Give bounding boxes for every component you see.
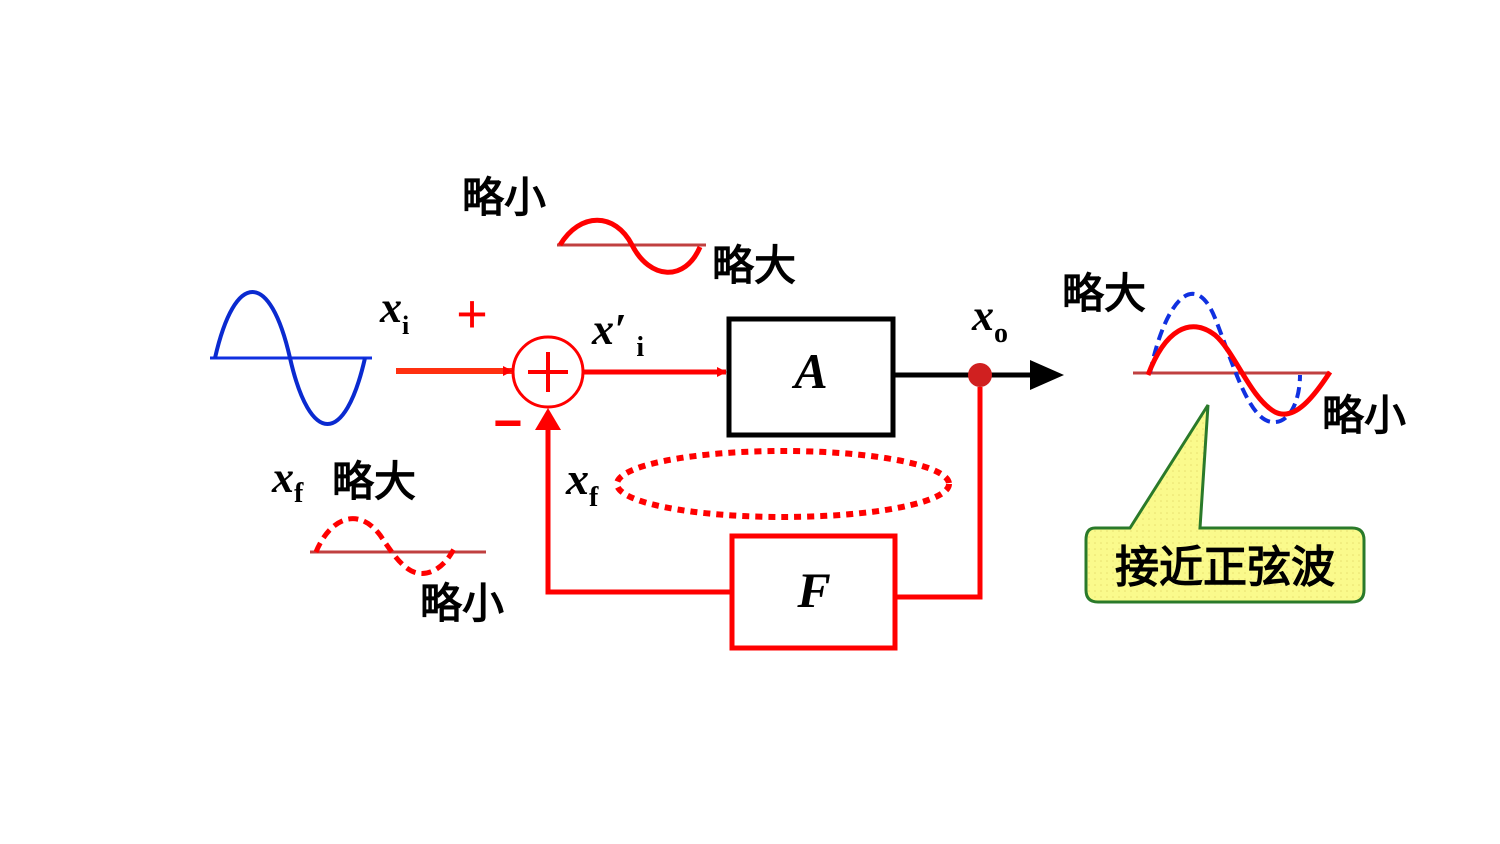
net-wave-right-annotation: 略大 [712,241,796,290]
feedback-highlight-ellipse [614,448,952,520]
net-input-label: x′i [591,305,644,363]
feedback-signal-label: xf [565,453,599,513]
feedback-wave-bottom-annotation: 略小 [420,579,504,628]
output-wave-right-annotation: 略小 [1322,391,1406,440]
output-arrowhead [1030,360,1064,390]
input-waveform [210,290,372,426]
feedback-legend-annotation: 略大 [332,457,416,506]
feedback-block-label: F [796,562,830,618]
output-wave-top-annotation: 略大 [1062,269,1146,318]
plus-sign: + [456,284,488,344]
feedback-path-left [545,418,732,595]
callout-text: 接近正弦波 [1115,542,1335,593]
input-signal-label: xi [379,283,409,340]
callout-bubble: 接近正弦波 [1084,404,1366,604]
output-node [968,363,992,387]
net-input-waveform [557,217,706,275]
feedback-path-right [897,387,983,600]
feedback-legend-label: xf [271,453,304,509]
amplifier-label: A [791,343,827,399]
feedback-waveform [310,516,486,577]
amplifier-block: A [726,316,896,438]
output-waveform [1133,291,1333,425]
summing-junction [511,335,585,409]
output-signal-label: xo [971,291,1008,349]
feedback-arrowhead [535,408,561,430]
net-wave-top-annotation: 略小 [462,173,546,222]
feedback-block: F [729,533,898,651]
minus-sign: − [493,395,522,451]
